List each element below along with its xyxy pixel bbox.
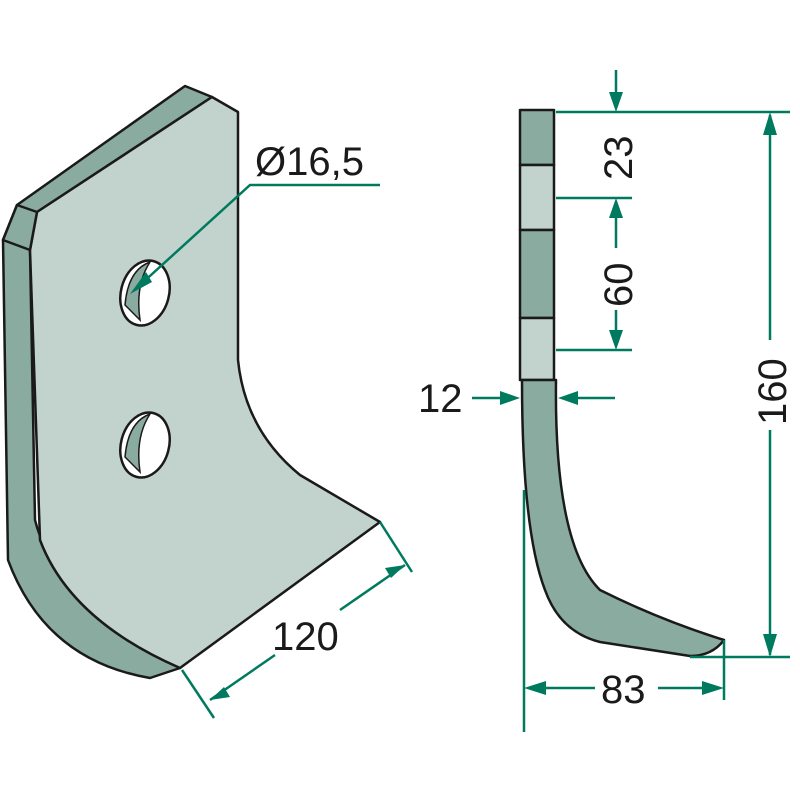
blade-corner-edge <box>1 203 39 252</box>
width-label: 120 <box>272 615 339 659</box>
blade-side-view <box>518 108 726 658</box>
side-curved-tip <box>520 378 726 658</box>
top-offset-label: 23 <box>597 136 641 181</box>
blade-front-view <box>1 84 382 680</box>
width-dimension <box>180 521 414 719</box>
side-segment <box>518 163 556 232</box>
mounting-hole-lower <box>119 411 171 479</box>
thickness-label: 12 <box>418 377 463 421</box>
height-label: 160 <box>751 358 795 425</box>
height-dimension <box>690 112 790 659</box>
side-segment <box>518 108 556 167</box>
mounting-hole-upper <box>119 259 171 327</box>
hole-diameter-dimension <box>130 183 380 294</box>
reach-dimension <box>522 490 726 732</box>
hole-diameter-label: Ø16,5 <box>255 140 364 184</box>
side-segment <box>518 316 556 382</box>
side-segment <box>518 228 556 320</box>
top-offset-dimension <box>556 70 790 248</box>
reach-label: 83 <box>601 668 646 712</box>
thickness-dimension <box>472 391 615 405</box>
hole-spacing-label: 60 <box>597 263 641 308</box>
blade-face <box>28 95 382 670</box>
hole-spacing-dimension <box>556 310 632 352</box>
